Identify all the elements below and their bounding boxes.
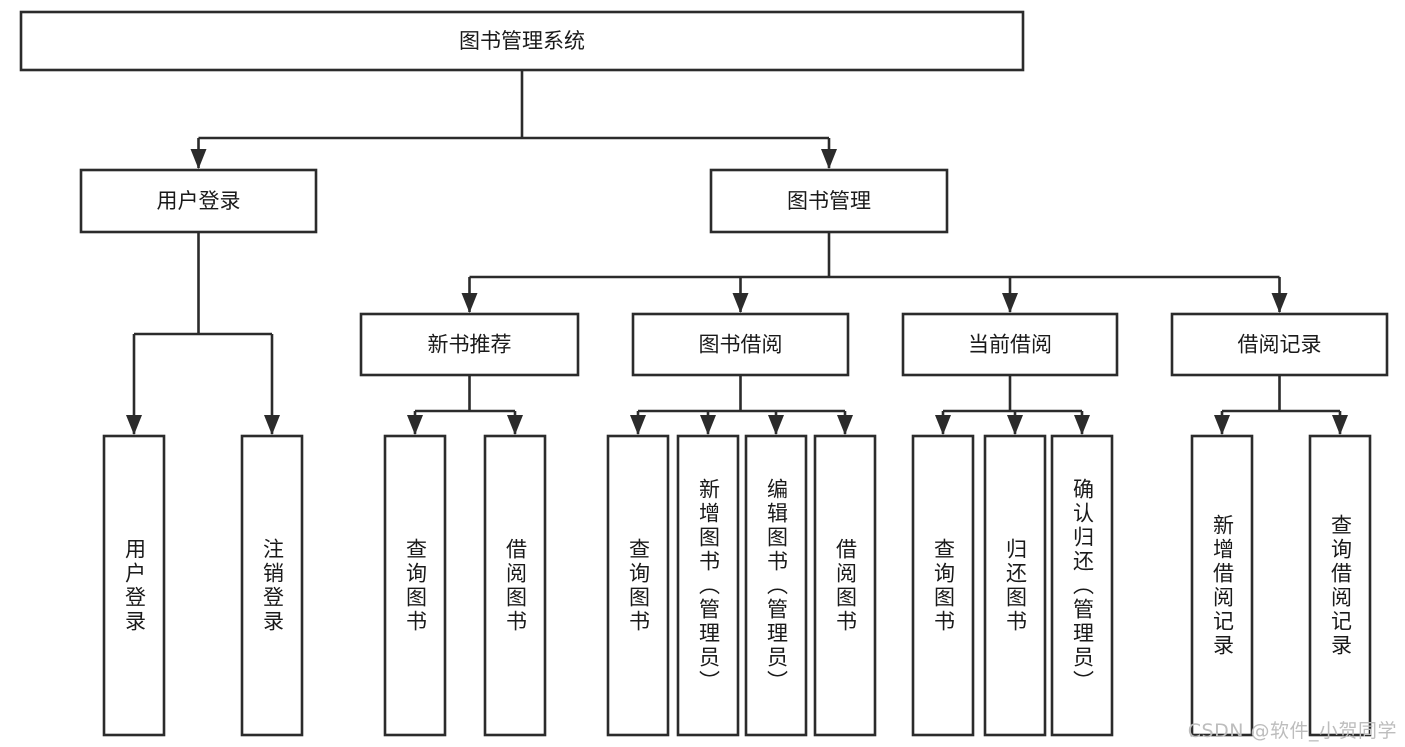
level1-node-1-box[interactable] — [709, 168, 949, 234]
leaf-node-3-box[interactable] — [483, 434, 547, 737]
leaf-node-1-box[interactable] — [240, 434, 304, 737]
level2-node-2-label: 当前借阅 — [968, 333, 1052, 357]
watermark-text: CSDN @软件_小贺同学 — [1187, 720, 1397, 742]
level1-node-0-box[interactable] — [79, 168, 318, 234]
leaf-node-6-box[interactable] — [744, 434, 808, 737]
leaf-node-5-box[interactable] — [676, 434, 740, 737]
leaf-node-2-box[interactable] — [383, 434, 447, 737]
level2-node-3-label: 借阅记录 — [1238, 333, 1322, 357]
leaf-node-9-box[interactable] — [983, 434, 1047, 737]
arrow-head-icon — [1332, 415, 1348, 435]
root-node-box[interactable] — [19, 10, 1025, 72]
arrow-head-icon — [264, 415, 280, 435]
arrow-head-icon — [732, 293, 749, 313]
connectors-layer — [126, 70, 1348, 435]
level2-node-1-label: 图书借阅 — [699, 333, 783, 357]
arrow-head-icon — [768, 415, 784, 435]
arrow-head-icon — [700, 415, 716, 435]
leaf-node-11-box[interactable] — [1190, 434, 1254, 737]
leaf-node-12-box[interactable] — [1308, 434, 1372, 737]
level2-node-0-box[interactable] — [359, 312, 580, 377]
level1-node-1-label: 图书管理 — [787, 189, 871, 213]
arrow-head-icon — [1002, 293, 1018, 313]
arrow-head-icon — [630, 415, 646, 435]
leaf-node-8-box[interactable] — [911, 434, 975, 737]
arrow-head-icon — [1074, 415, 1090, 435]
arrow-head-icon — [407, 415, 423, 435]
arrow-head-icon — [837, 415, 853, 435]
level2-node-2-box[interactable] — [901, 312, 1119, 377]
arrow-head-icon — [1271, 293, 1288, 313]
leaf-node-7-box[interactable] — [813, 434, 877, 737]
leaf-node-0-box[interactable] — [102, 434, 166, 737]
level1-node-0-label: 用户登录 — [157, 189, 241, 213]
arrow-head-icon — [821, 149, 837, 169]
root-node-label: 图书管理系统 — [459, 29, 585, 53]
arrow-head-icon — [1007, 415, 1023, 435]
arrow-head-icon — [190, 149, 207, 169]
arrow-head-icon — [507, 415, 523, 435]
arrow-head-icon — [461, 293, 478, 313]
leaf-node-10-box[interactable] — [1050, 434, 1114, 737]
arrow-head-icon — [935, 415, 951, 435]
level2-node-3-box[interactable] — [1170, 312, 1389, 377]
level2-node-0-label: 新书推荐 — [428, 333, 512, 357]
leaf-node-4-box[interactable] — [606, 434, 670, 737]
arrow-head-icon — [126, 415, 142, 435]
level2-node-1-box[interactable] — [631, 312, 850, 377]
arrow-head-icon — [1214, 415, 1230, 435]
